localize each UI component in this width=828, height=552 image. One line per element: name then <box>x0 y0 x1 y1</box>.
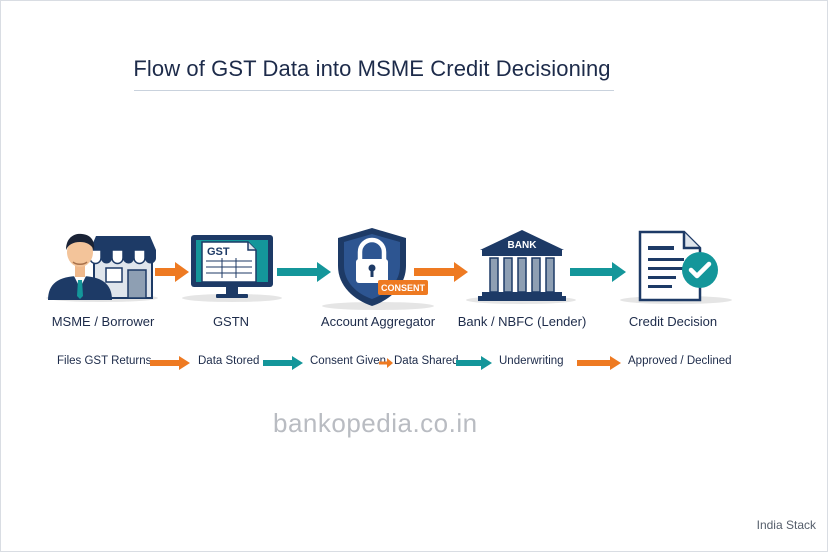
bank-badge-text: BANK <box>508 240 538 251</box>
node-label-borrower: MSME / Borrower <box>51 314 155 329</box>
step-arrow-2 <box>263 356 303 370</box>
step-files-gst-returns: Files GST Returns <box>57 355 152 367</box>
connector-arrow-2 <box>277 262 331 282</box>
watermark: bankopedia.co.in <box>273 408 478 438</box>
gst-monitor-icon: GST <box>190 234 274 300</box>
step-consent-given: Consent Given <box>310 355 387 367</box>
step-data-shared: Data Shared <box>394 355 459 367</box>
diagram-title: Flow of GST Data into MSME Credit Decisi… <box>133 56 611 81</box>
step-arrow-1 <box>150 356 190 370</box>
connector-arrow-3 <box>414 262 468 282</box>
footer-source: India Stack <box>756 518 816 532</box>
step-approved-declined: Approved / Declined <box>628 355 732 367</box>
approved-document-icon <box>638 230 724 302</box>
step-arrow-4 <box>456 356 492 370</box>
consent-badge-text: CONSENT <box>381 283 426 293</box>
node-label-account-aggregator: Account Aggregator <box>320 314 436 329</box>
node-label-credit-decision: Credit Decision <box>628 314 718 329</box>
borrower-shop-icon <box>46 228 160 300</box>
title-divider <box>134 90 614 91</box>
connector-arrow-4 <box>570 262 626 282</box>
step-data-stored: Data Stored <box>198 355 260 367</box>
node-label-gstn: GSTN <box>212 314 250 329</box>
connector-arrow-1 <box>155 262 189 282</box>
step-arrow-5 <box>577 356 621 370</box>
node-label-lender: Bank / NBFC (Lender) <box>457 314 587 329</box>
bank-building-icon: BANK <box>476 228 568 302</box>
shadow <box>322 302 434 310</box>
consent-shield-lock-icon: CONSENT <box>334 226 430 308</box>
step-underwriting: Underwriting <box>499 355 564 367</box>
step-arrow-3 <box>379 358 393 368</box>
gst-badge-text: GST <box>207 246 230 258</box>
